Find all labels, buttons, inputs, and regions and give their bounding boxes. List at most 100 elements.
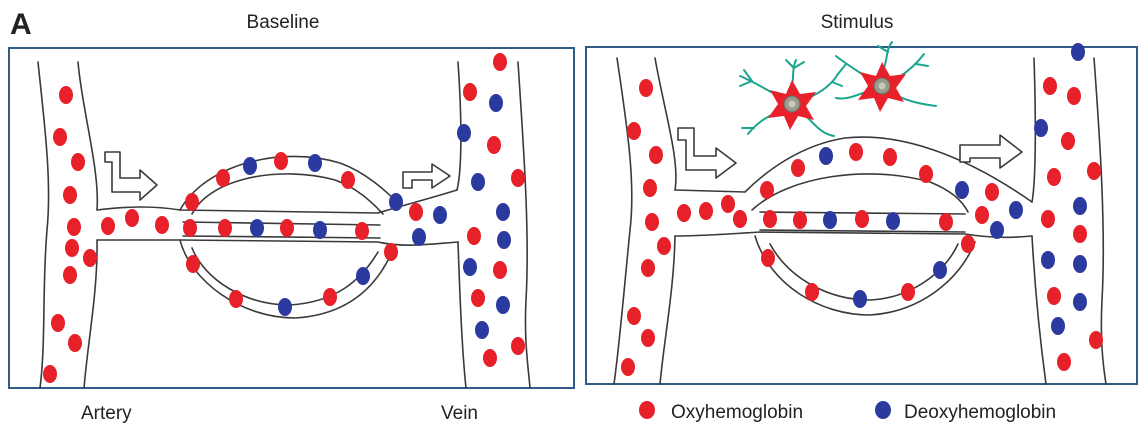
- oxyhemoglobin-dot: [65, 239, 79, 257]
- oxyhemoglobin-dot: [763, 210, 777, 228]
- deoxyhemoglobin-dot: [990, 221, 1004, 239]
- oxyhemoglobin-dot: [483, 349, 497, 367]
- oxyhemoglobin-dot: [68, 334, 82, 352]
- oxyhemoglobin-dot: [699, 202, 713, 220]
- oxyhemoglobin-dot: [1061, 132, 1075, 150]
- deoxyhemoglobin-dot: [1051, 317, 1065, 335]
- deoxyhemoglobin-dot: [250, 219, 264, 237]
- deoxyhemoglobin-dot: [819, 147, 833, 165]
- oxyhemoglobin-dot: [155, 216, 169, 234]
- oxyhemoglobin-dot: [280, 219, 294, 237]
- oxyhemoglobin-dot: [185, 193, 199, 211]
- oxyhemoglobin-dot: [641, 329, 655, 347]
- oxyhemoglobin-dot: [511, 337, 525, 355]
- oxyhemoglobin-dot: [51, 314, 65, 332]
- oxyhemoglobin-dot: [63, 266, 77, 284]
- oxyhemoglobin-dot: [1073, 225, 1087, 243]
- oxyhemoglobin-dot: [467, 227, 481, 245]
- oxyhemoglobin-dot: [341, 171, 355, 189]
- oxyhemoglobin-dot: [677, 204, 691, 222]
- legend-deoxyhemoglobin-label: Deoxyhemoglobin: [904, 402, 1056, 423]
- oxyhemoglobin-dot: [791, 159, 805, 177]
- oxyhemoglobin-dot: [1067, 87, 1081, 105]
- oxyhemoglobin-dot: [493, 261, 507, 279]
- oxyhemoglobin-dot: [805, 283, 819, 301]
- oxyhemoglobin-dot: [1041, 210, 1055, 228]
- legend-oxyhemoglobin-label: Oxyhemoglobin: [671, 402, 803, 423]
- oxyhemoglobin-dot: [627, 307, 641, 325]
- oxyhemoglobin-dot: [961, 235, 975, 253]
- oxyhemoglobin-dot: [186, 255, 200, 273]
- deoxyhemoglobin-dot: [1041, 251, 1055, 269]
- oxyhemoglobin-dot: [1047, 168, 1061, 186]
- oxyhemoglobin-dot: [645, 213, 659, 231]
- stimulus-panel-title: Stimulus: [821, 12, 894, 33]
- oxyhemoglobin-dot: [793, 211, 807, 229]
- oxyhemoglobin-dot: [721, 195, 735, 213]
- oxyhemoglobin-dot: [1057, 353, 1071, 371]
- deoxyhemoglobin-dot: [463, 258, 477, 276]
- oxyhemoglobin-dot: [384, 243, 398, 261]
- oxyhemoglobin-dot: [83, 249, 97, 267]
- deoxyhemoglobin-dot: [356, 267, 370, 285]
- oxyhemoglobin-dot: [71, 153, 85, 171]
- oxyhemoglobin-dot: [649, 146, 663, 164]
- deoxyhemoglobin-dot: [1073, 197, 1087, 215]
- oxyhemoglobin-dot: [975, 206, 989, 224]
- oxyhemoglobin-dot: [67, 218, 81, 236]
- oxyhemoglobin-dot: [43, 365, 57, 383]
- oxyhemoglobin-dot: [216, 169, 230, 187]
- deoxyhemoglobin-dot: [475, 321, 489, 339]
- oxyhemoglobin-dot: [985, 183, 999, 201]
- deoxyhemoglobin-dot: [433, 206, 447, 224]
- deoxyhemoglobin-dot: [886, 212, 900, 230]
- oxyhemoglobin-dot: [218, 219, 232, 237]
- oxyhemoglobin-dot: [53, 128, 67, 146]
- deoxyhemoglobin-dot: [955, 181, 969, 199]
- deoxyhemoglobin-dot: [1071, 43, 1085, 61]
- oxyhemoglobin-dot: [59, 86, 73, 104]
- oxyhemoglobin-dot: [849, 143, 863, 161]
- deoxyhemoglobin-dot: [823, 211, 837, 229]
- oxyhemoglobin-dot: [641, 259, 655, 277]
- oxyhemoglobin-dot: [883, 148, 897, 166]
- oxyhemoglobin-dot: [493, 53, 507, 71]
- oxyhemoglobin-dot: [639, 79, 653, 97]
- deoxyhemoglobin-dot: [389, 193, 403, 211]
- oxyhemoglobin-dot: [409, 203, 423, 221]
- oxyhemoglobin-dot: [463, 83, 477, 101]
- oxyhemoglobin-dot: [511, 169, 525, 187]
- deoxyhemoglobin-dot: [489, 94, 503, 112]
- vein-label: Vein: [441, 403, 478, 424]
- oxyhemoglobin-dot: [274, 152, 288, 170]
- deoxyhemoglobin-dot: [308, 154, 322, 172]
- deoxyhemoglobin-dot: [497, 231, 511, 249]
- oxyhemoglobin-dot: [229, 290, 243, 308]
- oxyhemoglobin-dot: [101, 217, 115, 235]
- oxyhemoglobin-dot: [627, 122, 641, 140]
- deoxyhemoglobin-dot: [496, 296, 510, 314]
- stimulus-panel: Stimulus: [586, 12, 1137, 384]
- oxyhemoglobin-dot: [183, 219, 197, 237]
- oxyhemoglobin-dot: [761, 249, 775, 267]
- panel-letter: A: [10, 8, 32, 41]
- deoxyhemoglobin-dot: [278, 298, 292, 316]
- oxyhemoglobin-dot: [621, 358, 635, 376]
- oxyhemoglobin-dot: [643, 179, 657, 197]
- oxyhemoglobin-dot: [355, 222, 369, 240]
- deoxyhemoglobin-dot: [313, 221, 327, 239]
- oxyhemoglobin-dot: [487, 136, 501, 154]
- deoxyhemoglobin-dot: [457, 124, 471, 142]
- deoxyhemoglobin-dot: [933, 261, 947, 279]
- oxyhemoglobin-dot: [471, 289, 485, 307]
- oxyhemoglobin-dot: [657, 237, 671, 255]
- deoxyhemoglobin-dot: [412, 228, 426, 246]
- oxyhemoglobin-dot: [901, 283, 915, 301]
- oxyhemoglobin-dot: [939, 213, 953, 231]
- oxyhemoglobin-dot: [125, 209, 139, 227]
- oxyhemoglobin-dot: [919, 165, 933, 183]
- deoxyhemoglobin-dot: [1034, 119, 1048, 137]
- deoxyhemoglobin-dot: [1009, 201, 1023, 219]
- oxyhemoglobin-dot: [1047, 287, 1061, 305]
